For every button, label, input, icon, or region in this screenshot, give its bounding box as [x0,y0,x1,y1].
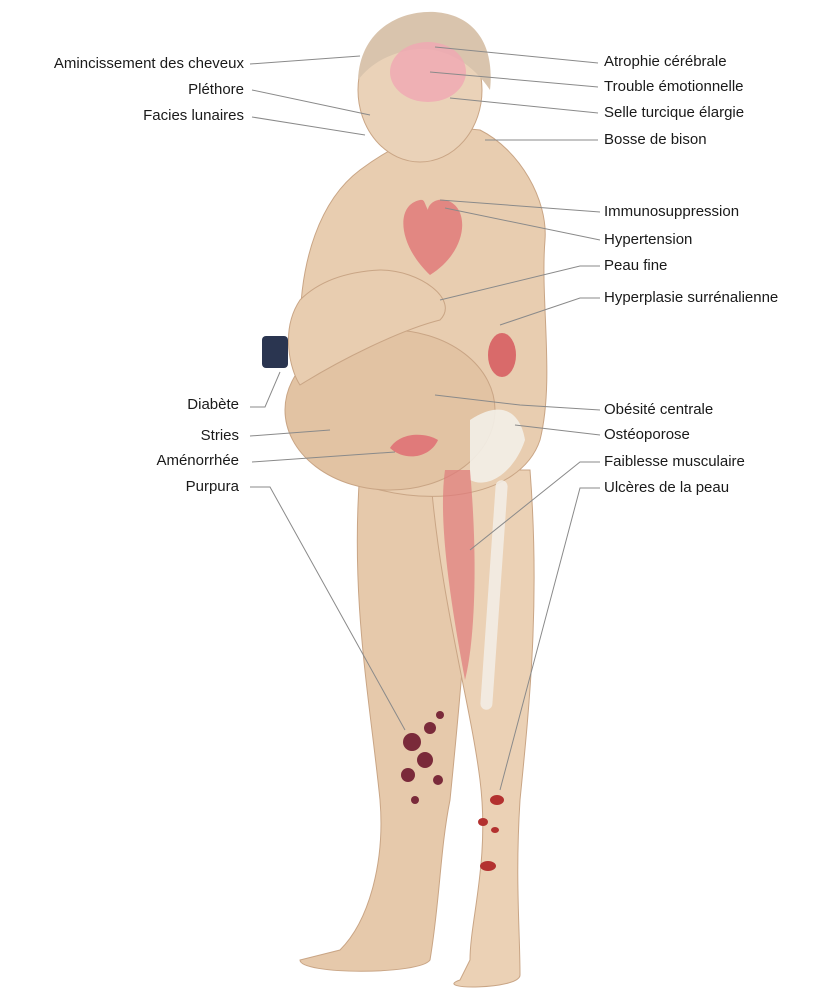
label-thin-skin: Peau fine [604,257,667,275]
label-plethora: Pléthore [188,81,244,99]
label-hypertension: Hypertension [604,231,692,249]
brain [390,42,466,102]
glucometer [262,336,288,368]
label-buffalo-hump: Bosse de bison [604,131,707,149]
label-striae: Stries [201,427,239,445]
label-immunosuppression: Immunosuppression [604,203,739,221]
label-central-obesity: Obésité centrale [604,401,713,419]
label-emotional-disorder: Trouble émotionnelle [604,78,744,96]
label-diabetes: Diabète [187,396,239,414]
label-skin-ulcers: Ulcères de la peau [604,479,729,497]
label-adrenal-hyperplasia: Hyperplasie surrénalienne [604,289,778,307]
label-purpura: Purpura [186,478,239,496]
label-moon-face: Facies lunaires [143,107,244,125]
kidney [488,333,516,377]
label-hair-thinning: Amincissement des cheveux [54,55,244,73]
label-brain-atrophy: Atrophie cérébrale [604,53,727,71]
label-amenorrhea: Aménorrhée [156,452,239,470]
label-osteoporosis: Ostéoporose [604,426,690,444]
label-enlarged-sella: Selle turcique élargie [604,104,744,122]
label-muscle-weakness: Faiblesse musculaire [604,453,745,471]
